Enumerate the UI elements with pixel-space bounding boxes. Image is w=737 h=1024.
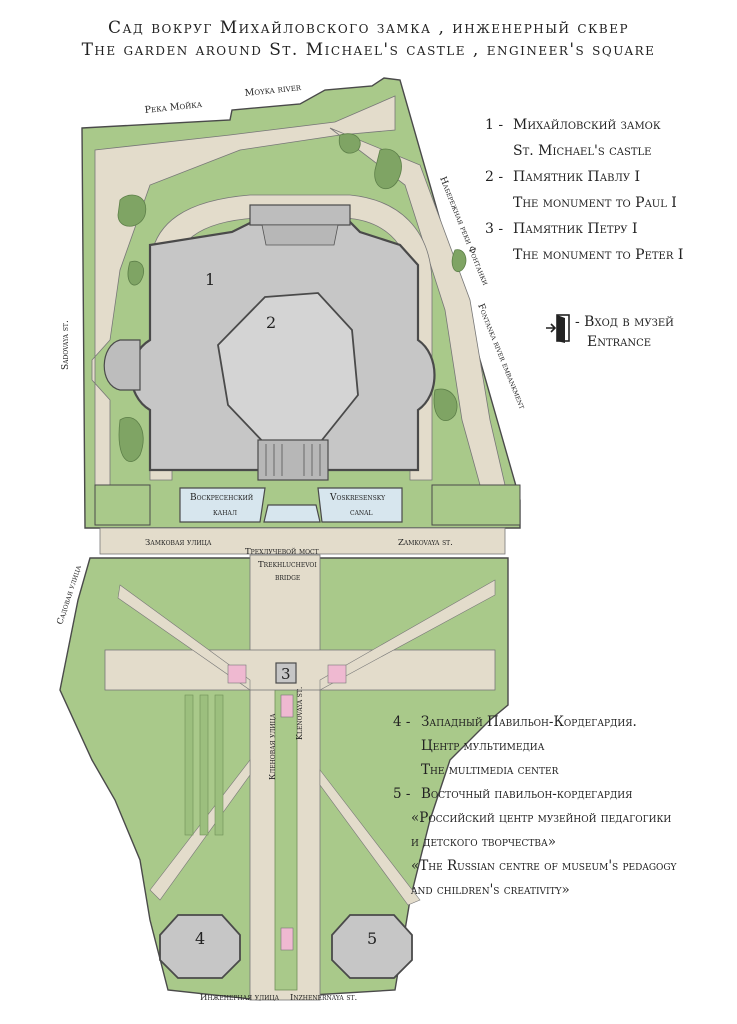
monument-3-marker bbox=[275, 662, 297, 684]
marker-pavilion-4: 4 bbox=[195, 929, 205, 948]
north-garden-ring-path bbox=[149, 194, 433, 481]
castle-north-portico bbox=[249, 204, 351, 226]
legend-1-en: St. Michael's castle bbox=[513, 143, 652, 159]
entrance-door-icon bbox=[546, 314, 570, 343]
legend-3-ru: Памятник Петру I bbox=[513, 221, 638, 237]
legend-5-line2: «Российский центр музейной педагогики bbox=[411, 810, 672, 826]
west-garden-beds bbox=[184, 694, 224, 836]
legend-2-ru: Памятник Павлу I bbox=[513, 169, 641, 185]
map-title-ru: Сад вокруг Михайловского замка , инженер… bbox=[107, 18, 630, 38]
castle-south-columns bbox=[265, 444, 321, 476]
east-diagonal-paths bbox=[319, 579, 496, 906]
legend-5-line3: и детского творчества» bbox=[411, 834, 557, 850]
legend-5-line4: «The Russian centre of museum's pedagogy bbox=[411, 858, 677, 874]
label-inzhenernaya-en: Inzhenernaya st. bbox=[290, 993, 357, 1003]
label-klenovaya-ru: Кленовая улица bbox=[268, 713, 277, 780]
legend-4-line1: Западный Павильон-Кордегардия. bbox=[421, 714, 637, 730]
pink-monument-beds bbox=[227, 664, 347, 951]
canal-lawn-east bbox=[431, 484, 521, 526]
north-garden-paths bbox=[91, 95, 396, 486]
label-voskresensky-ru-2: канал bbox=[213, 508, 237, 518]
label-bridge-en-2: bridge bbox=[275, 573, 300, 582]
legend-num-2: 2 - bbox=[485, 169, 504, 185]
legend-4-line3: The multimedia center bbox=[421, 762, 559, 778]
voskresensky-canal bbox=[179, 487, 403, 523]
castle-west-bastion bbox=[103, 339, 141, 391]
label-sadovaya-en: Sadovaya st. bbox=[61, 320, 71, 370]
legend-5-line1: Восточный павильон-кордегардия bbox=[421, 786, 633, 802]
legend-num-3: 3 - bbox=[485, 221, 504, 237]
label-voskresensky-en-2: canal bbox=[350, 508, 373, 518]
label-bridge-en-1: Trekhluchevoi bbox=[258, 560, 317, 570]
label-zamkovaya-ru: Замковая улица bbox=[145, 538, 212, 548]
north-garden-bushes bbox=[117, 133, 467, 462]
legend-monuments: 1 - Михайловский замок St. Michael's cast… bbox=[485, 112, 683, 268]
label-moika-ru: Река Мойка bbox=[144, 99, 203, 116]
label-bridge-ru: Трехлучевой мост bbox=[245, 547, 319, 557]
cross-path bbox=[104, 649, 496, 691]
entrance-label-ru: - Вход в музей bbox=[575, 314, 674, 330]
label-klenovaya-en: Klenovaya st. bbox=[295, 687, 304, 740]
map-title-en: The garden around St. Michael's castle ,… bbox=[81, 40, 656, 60]
marker-castle: 1 bbox=[205, 270, 215, 289]
canal-lawn-west bbox=[94, 484, 151, 526]
label-voskresensky-ru-1: Воскресенский bbox=[190, 493, 253, 503]
marker-pavilion-5: 5 bbox=[367, 929, 377, 948]
castle-south-entrance bbox=[257, 439, 329, 481]
label-inzhenernaya-ru: Инженерная улица bbox=[200, 993, 280, 1003]
legend-entrance: - Вход в музей Entrance bbox=[545, 312, 674, 350]
marker-peter-monument: 3 bbox=[281, 665, 291, 683]
legend-1-ru: Михайловский замок bbox=[513, 117, 661, 133]
legend-5-line5: and children's creativity» bbox=[411, 882, 570, 898]
west-pavilion-4 bbox=[159, 914, 241, 979]
label-moika-en: Moyka river bbox=[244, 82, 302, 99]
zamkovaya-street bbox=[99, 527, 506, 555]
label-zamkovaya-en: Zamkovaya st. bbox=[398, 538, 453, 548]
legend-num-5: 5 - bbox=[393, 786, 411, 802]
legend-num-4: 4 - bbox=[393, 714, 411, 730]
legend-pavilions: 4 - Западный Павильон-Кордегардия. Центр … bbox=[393, 710, 676, 902]
marker-paul-monument: 2 bbox=[266, 313, 276, 332]
legend-4-line2: Центр мультимедиа bbox=[421, 738, 545, 754]
castle-north-steps bbox=[261, 224, 339, 246]
legend-2-en: The monument to Paul I bbox=[513, 195, 677, 211]
label-voskresensky-en-1: Voskresensky bbox=[329, 493, 386, 503]
legend-num-1: 1 - bbox=[485, 117, 504, 133]
east-pavilion-5 bbox=[331, 914, 413, 979]
entrance-label-en: Entrance bbox=[587, 334, 652, 350]
legend-3-en: The monument to Peter I bbox=[513, 247, 684, 263]
